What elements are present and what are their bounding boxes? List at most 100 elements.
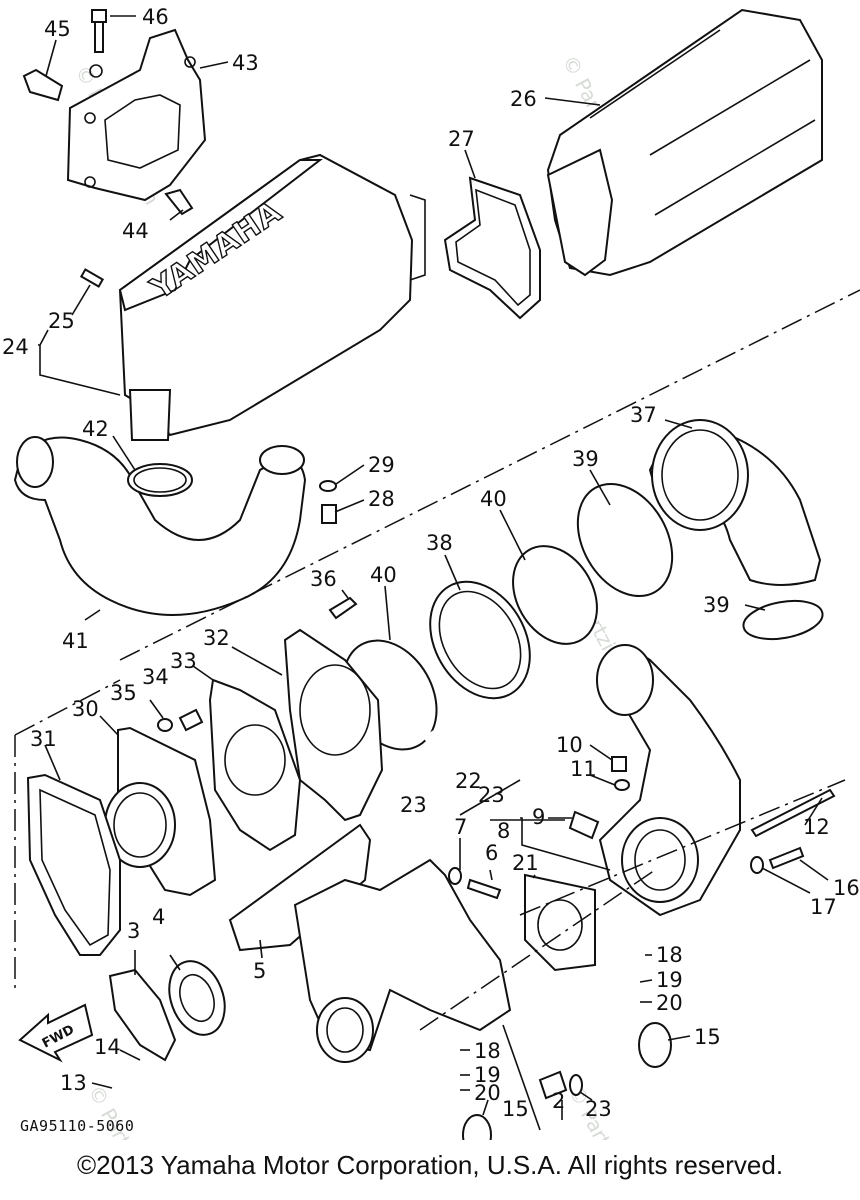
part-31-gasket[interactable] bbox=[26, 773, 121, 956]
part-15-clamp[interactable] bbox=[638, 1022, 672, 1068]
callout-44[interactable]: 44 bbox=[122, 219, 149, 243]
callout-35[interactable]: 35 bbox=[110, 681, 137, 705]
callouts: 46 45 43 44 25 24 26 27 42 29 28 37 39 4… bbox=[2, 5, 860, 1121]
part-30-cover[interactable] bbox=[104, 726, 217, 897]
callout-8[interactable]: 8 bbox=[497, 819, 510, 843]
callout-43[interactable]: 43 bbox=[232, 51, 259, 75]
callout-3[interactable]: 3 bbox=[127, 919, 140, 943]
callout-5[interactable]: 5 bbox=[253, 959, 266, 983]
part-29-washer[interactable] bbox=[319, 480, 337, 492]
callout-12[interactable]: 12 bbox=[803, 815, 830, 839]
callout-46[interactable]: 46 bbox=[142, 5, 169, 29]
callout-45[interactable]: 45 bbox=[44, 17, 71, 41]
part-32-housing[interactable] bbox=[283, 628, 384, 822]
part-36-bolt[interactable] bbox=[328, 596, 358, 620]
part-26-filter-box[interactable] bbox=[546, 8, 823, 277]
part-27-gasket[interactable] bbox=[443, 176, 541, 320]
part-12-bolt[interactable] bbox=[750, 788, 836, 838]
callout-23b[interactable]: 23 bbox=[400, 793, 427, 817]
part-28-bolt[interactable] bbox=[321, 504, 337, 524]
part-7-washer[interactable] bbox=[448, 867, 462, 885]
callout-40b[interactable]: 40 bbox=[370, 563, 397, 587]
callout-32[interactable]: 32 bbox=[203, 626, 230, 650]
callout-31[interactable]: 31 bbox=[30, 727, 57, 751]
callout-23a[interactable]: 23 bbox=[478, 783, 505, 807]
callout-18a[interactable]: 18 bbox=[656, 943, 683, 967]
callout-25[interactable]: 25 bbox=[48, 309, 75, 333]
part-42-clamp[interactable] bbox=[127, 463, 193, 497]
callout-39[interactable]: 39 bbox=[572, 447, 599, 471]
part-8-elbow[interactable] bbox=[596, 644, 741, 917]
part-11-washer[interactable] bbox=[614, 779, 630, 791]
part-2-fitting[interactable] bbox=[538, 1070, 568, 1100]
part-39-clamp-b[interactable] bbox=[740, 595, 825, 644]
part-44-bolt[interactable] bbox=[164, 188, 194, 216]
callout-21[interactable]: 21 bbox=[512, 851, 539, 875]
part-38-sleeve[interactable] bbox=[410, 564, 550, 716]
callout-7[interactable]: 7 bbox=[454, 815, 467, 839]
fwd-arrow: FWD bbox=[18, 1003, 94, 1063]
callout-42[interactable]: 42 bbox=[82, 417, 109, 441]
callout-27[interactable]: 27 bbox=[448, 127, 475, 151]
part-33-gasket[interactable] bbox=[208, 678, 302, 852]
part-39-clamp[interactable] bbox=[559, 467, 692, 613]
part-25-pin[interactable] bbox=[79, 268, 105, 288]
callout-37[interactable]: 37 bbox=[630, 403, 657, 427]
callout-39b[interactable]: 39 bbox=[703, 593, 730, 617]
part-17-washer[interactable] bbox=[750, 856, 764, 874]
part-3-cap[interactable] bbox=[108, 968, 177, 1062]
callout-10[interactable]: 10 bbox=[556, 733, 583, 757]
callout-9[interactable]: 9 bbox=[532, 805, 545, 829]
callout-18b[interactable]: 18 bbox=[474, 1039, 501, 1063]
part-1-manifold[interactable] bbox=[293, 858, 512, 1063]
callout-34[interactable]: 34 bbox=[142, 665, 169, 689]
callout-15b[interactable]: 15 bbox=[502, 1097, 529, 1121]
callout-6[interactable]: 6 bbox=[485, 841, 498, 865]
part-41-hose[interactable] bbox=[13, 436, 307, 616]
part-9-fitting[interactable] bbox=[568, 810, 600, 840]
callout-41[interactable]: 41 bbox=[62, 629, 89, 653]
callout-23c[interactable]: 23 bbox=[585, 1097, 612, 1121]
part-34-bolt[interactable] bbox=[178, 708, 204, 732]
callout-20b[interactable]: 20 bbox=[474, 1081, 501, 1105]
callout-36[interactable]: 36 bbox=[310, 567, 337, 591]
callout-19b[interactable]: 19 bbox=[474, 1063, 501, 1087]
part-37-elbow[interactable] bbox=[648, 419, 822, 586]
callout-30[interactable]: 30 bbox=[72, 697, 99, 721]
part-6-bolt[interactable] bbox=[466, 878, 502, 900]
part-21-gasket[interactable] bbox=[524, 873, 596, 972]
part-35-washer[interactable] bbox=[157, 718, 173, 732]
callout-16[interactable]: 16 bbox=[833, 876, 860, 900]
callout-17[interactable]: 17 bbox=[810, 895, 837, 919]
part-5-gasket[interactable] bbox=[228, 823, 372, 952]
part-16-bolt[interactable] bbox=[768, 846, 805, 870]
part-22-hose[interactable] bbox=[422, 717, 525, 787]
callout-22[interactable]: 22 bbox=[455, 769, 482, 793]
callout-13[interactable]: 13 bbox=[60, 1071, 87, 1095]
part-10-plug[interactable] bbox=[611, 756, 627, 772]
callout-26[interactable]: 26 bbox=[510, 87, 537, 111]
callout-33[interactable]: 33 bbox=[170, 649, 197, 673]
part-4-gasket[interactable] bbox=[160, 953, 235, 1042]
callout-4[interactable]: 4 bbox=[152, 905, 165, 929]
part-46-bolt[interactable] bbox=[91, 9, 107, 53]
callout-20a[interactable]: 20 bbox=[656, 991, 683, 1015]
part-23-clip[interactable] bbox=[569, 1074, 583, 1096]
callout-15a[interactable]: 15 bbox=[694, 1025, 721, 1049]
callout-19a[interactable]: 19 bbox=[656, 968, 683, 992]
part-40-clamp[interactable] bbox=[496, 531, 614, 659]
part-43-bracket[interactable] bbox=[66, 28, 207, 202]
part-45-bolt[interactable] bbox=[22, 68, 64, 102]
callout-40[interactable]: 40 bbox=[480, 487, 507, 511]
assembly-lines bbox=[14, 194, 860, 1031]
part-15-clamp-b[interactable] bbox=[462, 1114, 492, 1140]
callout-11[interactable]: 11 bbox=[570, 757, 597, 781]
callout-14[interactable]: 14 bbox=[94, 1035, 121, 1059]
callout-2[interactable]: 2 bbox=[552, 1089, 565, 1113]
callout-24[interactable]: 24 bbox=[2, 335, 29, 359]
part-24-intake-housing[interactable]: YAMAHA bbox=[118, 153, 414, 441]
callout-29[interactable]: 29 bbox=[368, 453, 395, 477]
callout-38[interactable]: 38 bbox=[426, 531, 453, 555]
callout-28[interactable]: 28 bbox=[368, 487, 395, 511]
leader-lines bbox=[38, 15, 829, 1131]
